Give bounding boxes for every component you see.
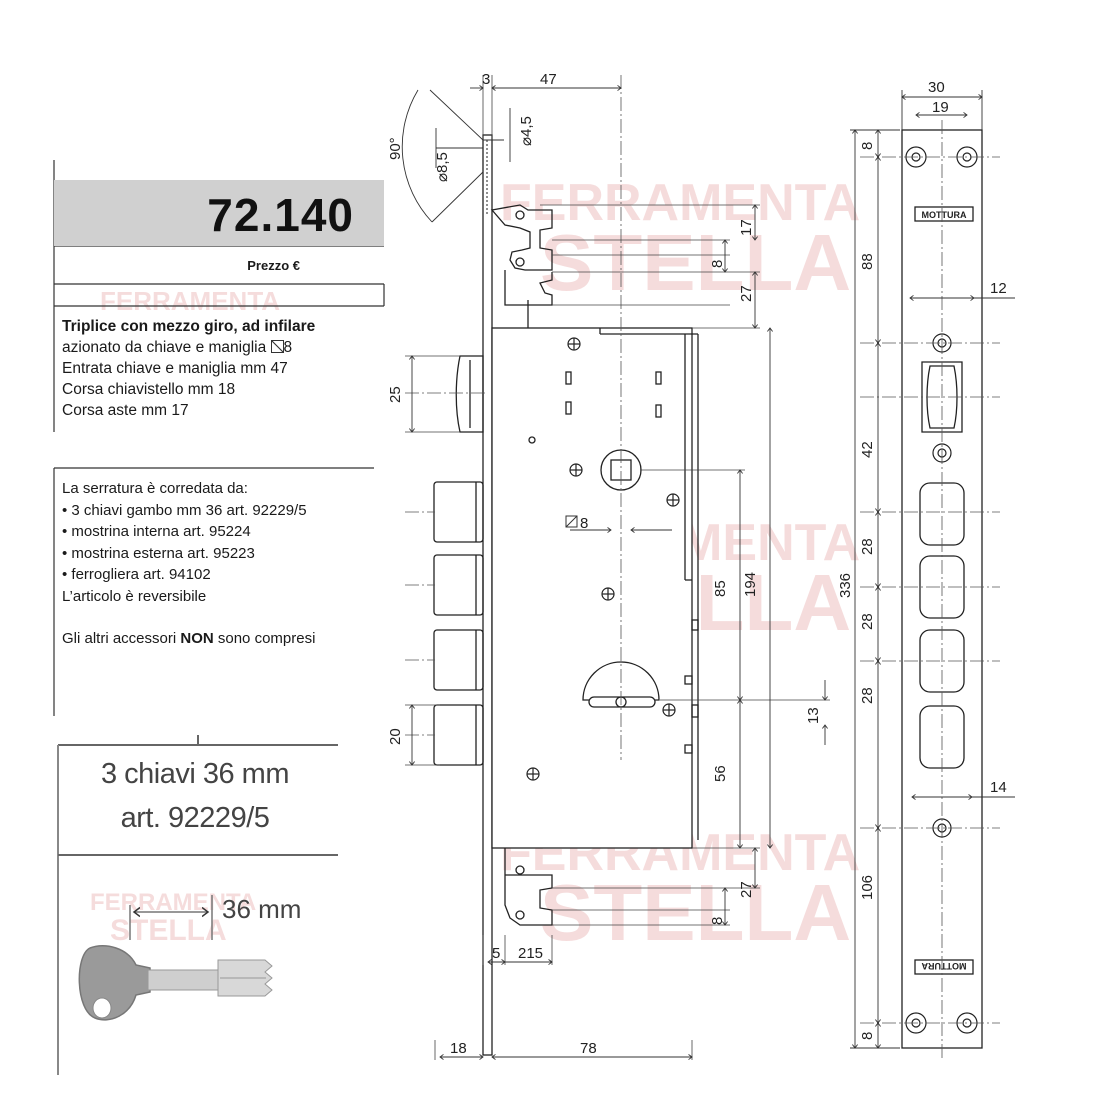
key-box-line1: 3 chiavi 36 mm <box>100 758 290 790</box>
accessory-item: • mostrina esterna art. 95223 <box>62 544 255 562</box>
svg-text:336: 336 <box>837 573 854 598</box>
svg-text:STELLA: STELLA <box>540 218 851 307</box>
svg-text:13: 13 <box>805 707 822 724</box>
key-box-line2: art. 92229/5 <box>120 802 270 834</box>
svg-text:14: 14 <box>990 779 1007 796</box>
svg-text:194: 194 <box>742 572 759 597</box>
svg-text:8: 8 <box>859 1032 876 1040</box>
key-box-caption: 3 chiavi 36 mm art. 92229/5 <box>60 752 330 840</box>
description-line: azionato da chiave e maniglia 8 <box>62 339 293 356</box>
square-icon <box>270 340 284 353</box>
svg-text:MOTTURA: MOTTURA <box>921 961 966 971</box>
svg-text:STELLA: STELLA <box>110 914 227 947</box>
product-code: 72.140 <box>207 189 354 241</box>
svg-text:MOTTURA: MOTTURA <box>922 210 967 220</box>
svg-text:90°: 90° <box>387 137 404 160</box>
svg-text:56: 56 <box>712 765 729 782</box>
reversible-note: L’articolo è reversibile <box>62 587 207 605</box>
dimension-lines <box>401 88 825 1057</box>
faceplate-center-lines <box>860 120 1000 1060</box>
svg-text:27: 27 <box>738 881 755 898</box>
svg-text:5: 5 <box>492 945 500 962</box>
svg-text:8: 8 <box>859 142 876 150</box>
accessories-note: Gli altri accessori NON sono compresi <box>62 630 316 647</box>
svg-text:88: 88 <box>859 253 876 270</box>
accessories-list: La serratura è corredata da: • 3 chiavi … <box>62 478 382 650</box>
svg-text:⌀8,5: ⌀8,5 <box>434 152 451 182</box>
svg-text:28: 28 <box>859 538 876 555</box>
description-line: Entrata chiave e maniglia mm 47 <box>62 360 288 377</box>
svg-text:42: 42 <box>859 441 876 458</box>
extension-lines <box>405 75 830 1060</box>
svg-text:106: 106 <box>859 875 876 900</box>
svg-text:STELLA: STELLA <box>540 868 851 957</box>
svg-text:85: 85 <box>712 580 729 597</box>
accessory-item: • ferrogliera art. 94102 <box>62 566 211 583</box>
description-line: Corsa aste mm 17 <box>62 402 189 419</box>
key-box <box>57 735 338 1075</box>
svg-text:FERRAMENTA: FERRAMENTA <box>500 174 860 232</box>
svg-text:25: 25 <box>387 386 404 403</box>
description-title: Triplice con mezzo giro, ad infilare <box>62 318 316 335</box>
dimension-labels: 3 47 90° ⌀8,5 ⌀4,5 17 8 27 25 8 85 194 1… <box>387 71 1007 1057</box>
svg-text:8: 8 <box>709 260 726 268</box>
faceplate-brand: MOTTURA MOTTURA <box>921 210 967 971</box>
svg-text:3: 3 <box>482 71 490 88</box>
svg-text:215: 215 <box>518 945 543 962</box>
svg-text:FERRAMENTA: FERRAMENTA <box>100 286 280 316</box>
accessory-item: • 3 chiavi gambo mm 36 art. 92229/5 <box>62 501 307 519</box>
svg-text:27: 27 <box>738 285 755 302</box>
code-band <box>54 180 384 246</box>
svg-text:30: 30 <box>928 79 945 96</box>
square-icon <box>565 515 578 528</box>
svg-text:17: 17 <box>738 219 755 236</box>
svg-text:8: 8 <box>709 917 726 925</box>
key-length-label: 36 mm <box>222 894 302 924</box>
price-label: Prezzo € <box>247 258 300 273</box>
svg-text:20: 20 <box>387 728 404 745</box>
accessories-intro: La serratura è corredata da: <box>62 480 248 497</box>
svg-text:28: 28 <box>859 613 876 630</box>
svg-text:47: 47 <box>540 71 557 88</box>
svg-text:⌀4,5: ⌀4,5 <box>518 116 535 146</box>
product-description: Triplice con mezzo giro, ad infilare azi… <box>62 316 382 421</box>
accessory-item: • mostrina interna art. 95224 <box>62 523 251 540</box>
svg-text:18: 18 <box>450 1040 467 1057</box>
key-icon <box>78 944 273 1021</box>
svg-text:19: 19 <box>932 99 949 116</box>
lock-side-view <box>433 134 699 1056</box>
description-line: Corsa chiavistello mm 18 <box>62 381 236 398</box>
svg-text:28: 28 <box>859 687 876 704</box>
faceplate-dimension-lines <box>850 90 1015 1048</box>
svg-text:8: 8 <box>580 515 588 532</box>
svg-text:78: 78 <box>580 1040 597 1057</box>
svg-text:12: 12 <box>990 280 1007 297</box>
